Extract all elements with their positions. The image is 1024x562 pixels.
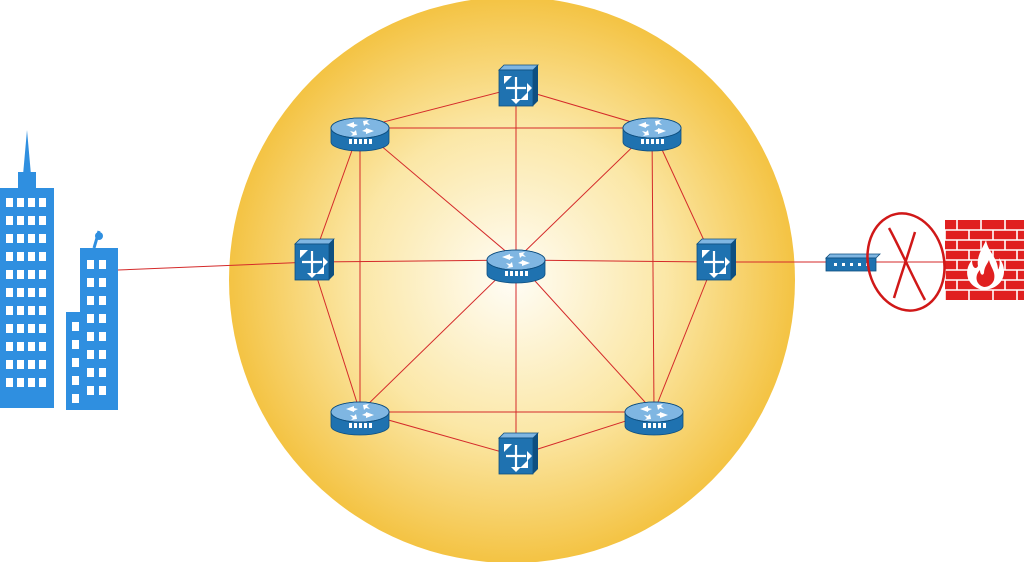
building-window: [39, 198, 46, 207]
building-window: [87, 386, 94, 395]
link-switch-right-to-router-bottom-right: [653, 261, 715, 413]
building-window: [87, 350, 94, 359]
building-window: [17, 378, 24, 387]
building-window: [87, 278, 94, 287]
building-window: [6, 216, 13, 225]
building-window: [17, 216, 24, 225]
hub-port: [834, 263, 837, 266]
building-window: [99, 332, 106, 341]
building-window: [6, 288, 13, 297]
switch-right[interactable]: [695, 237, 738, 282]
router-center[interactable]: [486, 249, 546, 284]
building-window: [28, 378, 35, 387]
building-window: [17, 342, 24, 351]
building-window: [39, 360, 46, 369]
building-window: [17, 306, 24, 315]
fire-core: [976, 260, 995, 287]
building-window: [72, 394, 79, 403]
building-windows: [6, 198, 106, 403]
building-window: [17, 360, 24, 369]
building-window: [28, 234, 35, 243]
building-window: [72, 340, 79, 349]
link-router-top-left-to-router-center: [359, 127, 517, 261]
building-window: [99, 278, 106, 287]
link-router-top-left-to-switch-top: [359, 87, 517, 129]
building-window: [28, 288, 35, 297]
building-window: [39, 288, 46, 297]
building-window: [17, 270, 24, 279]
link-switch-left-to-router-bottom-left: [311, 261, 361, 413]
building-window: [17, 252, 24, 261]
switch-left[interactable]: [293, 237, 336, 282]
building-window: [39, 252, 46, 261]
building-window: [87, 296, 94, 305]
link-buildings-to-switch-left: [117, 261, 313, 271]
building-window: [39, 216, 46, 225]
firewall-icon[interactable]: [944, 220, 1024, 300]
building-window: [28, 198, 35, 207]
building-window: [17, 288, 24, 297]
building-window: [99, 368, 106, 377]
building-window: [28, 360, 35, 369]
office-buildings-icon[interactable]: [0, 130, 118, 410]
building-window: [6, 270, 13, 279]
hub-port: [858, 263, 861, 266]
building-window: [39, 378, 46, 387]
building-window: [39, 270, 46, 279]
hub-icon[interactable]: [825, 253, 881, 272]
link-switch-left-to-router-center: [311, 259, 517, 263]
building-window: [39, 342, 46, 351]
building-window: [17, 234, 24, 243]
router-top-left[interactable]: [330, 117, 390, 152]
switch-bottom[interactable]: [497, 431, 540, 476]
building-window: [6, 360, 13, 369]
link-router-top-right-to-router-center: [515, 127, 653, 261]
building-window: [87, 314, 94, 323]
building-window: [99, 314, 106, 323]
building-window: [6, 252, 13, 261]
building-window: [87, 368, 94, 377]
building-window: [6, 306, 13, 315]
building-window: [6, 342, 13, 351]
building-window: [6, 198, 13, 207]
building-window: [99, 386, 106, 395]
blocked-crossout-icon: [866, 212, 946, 312]
link-router-top-right-to-router-bottom-right: [651, 127, 655, 413]
hub-port: [850, 263, 853, 266]
building-window: [28, 216, 35, 225]
building-window: [17, 198, 24, 207]
router-bottom-left[interactable]: [330, 401, 390, 436]
link-router-center-to-router-bottom-left: [359, 259, 517, 413]
switch-top[interactable]: [497, 63, 540, 108]
building-window: [99, 350, 106, 359]
building-window: [6, 234, 13, 243]
building-window: [6, 324, 13, 333]
link-router-center-to-router-bottom-right: [515, 259, 655, 413]
building-window: [39, 306, 46, 315]
building-window: [99, 296, 106, 305]
building-window: [87, 332, 94, 341]
router-bottom-right[interactable]: [624, 401, 684, 436]
hub-port: [842, 263, 845, 266]
building-window: [99, 260, 106, 269]
building-window: [72, 376, 79, 385]
link-router-center-to-switch-right: [515, 259, 715, 263]
building-window: [6, 378, 13, 387]
building-window: [28, 270, 35, 279]
building-window: [28, 342, 35, 351]
building-window: [28, 306, 35, 315]
building-window: [72, 358, 79, 367]
router-top-right[interactable]: [622, 117, 682, 152]
building-window: [17, 324, 24, 333]
building-window: [87, 260, 94, 269]
building-window: [39, 324, 46, 333]
building-window: [39, 234, 46, 243]
building-window: [28, 324, 35, 333]
building-window: [28, 252, 35, 261]
building-window: [72, 322, 79, 331]
fire-icon: [967, 240, 1005, 290]
